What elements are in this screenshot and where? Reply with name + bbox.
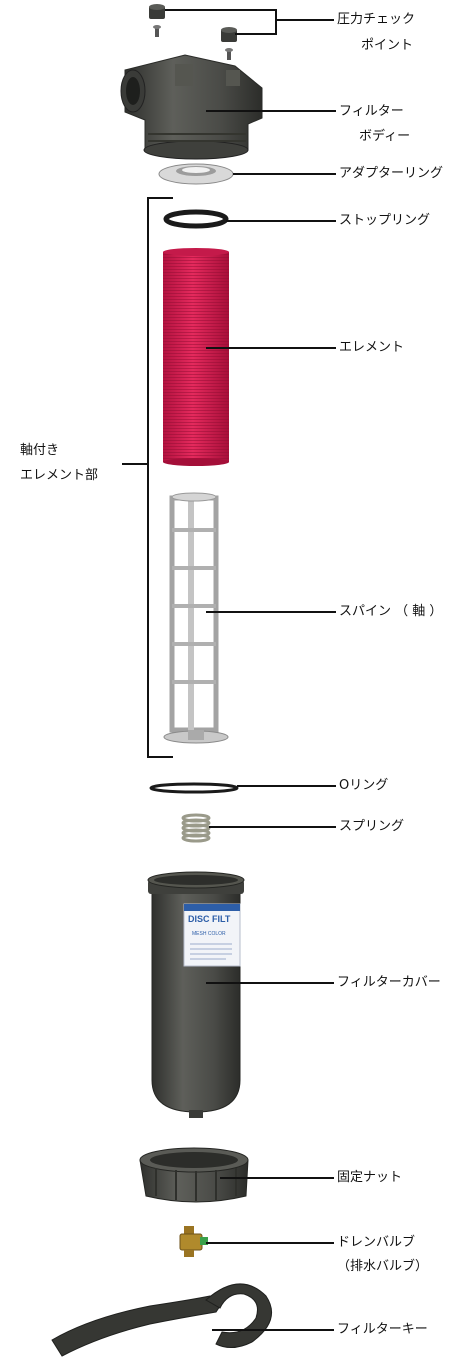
o-ring-part	[149, 782, 239, 794]
label-stop-ring: ストップリング	[339, 213, 431, 228]
spine-part	[163, 492, 229, 744]
label-filter-key: フィルターキー	[337, 1322, 428, 1337]
label-element-assembly-line2: エレメント部	[20, 468, 99, 483]
filter-cover-part: DISC FILT MESH COLOR	[147, 871, 245, 1118]
label-pressure-check-point-line2: ポイント	[361, 38, 414, 53]
filter-key-part	[51, 1283, 273, 1357]
label-pressure-check-point-line1: 圧力チェック	[337, 12, 416, 27]
label-spring: スプリング	[339, 819, 405, 834]
label-filter-cover: フィルターカバー	[337, 975, 441, 990]
label-drain-valve-line1: ドレンバルブ	[337, 1235, 416, 1250]
element-assembly-bracket	[122, 197, 173, 758]
label-filter-body-line1: フィルター	[339, 104, 404, 119]
element-part	[163, 248, 229, 466]
stop-ring-part	[163, 209, 229, 229]
label-spine: スパイン （ 軸 ）	[339, 604, 443, 619]
drain-valve-part	[179, 1226, 208, 1257]
label-drain-valve-line2: （排水バルブ）	[337, 1259, 429, 1274]
cover-small-text: MESH COLOR	[192, 931, 226, 937]
spring-part	[181, 813, 211, 843]
label-filter-body-line2: ボディー	[359, 129, 411, 144]
pressure-check-point-part	[149, 4, 237, 60]
filter-body-part	[120, 54, 263, 160]
label-o-ring: Oリング	[339, 778, 389, 793]
fixing-nut-part	[139, 1147, 249, 1203]
label-fixing-nut: 固定ナット	[337, 1170, 403, 1185]
label-adapter-ring: アダプターリング	[339, 166, 444, 181]
adapter-ring-part	[158, 163, 234, 185]
cover-brand-text: DISC FILT	[188, 914, 231, 924]
label-element: エレメント	[339, 340, 405, 355]
leader-lines	[165, 9, 336, 1331]
label-element-assembly-line1: 軸付き	[20, 443, 60, 458]
